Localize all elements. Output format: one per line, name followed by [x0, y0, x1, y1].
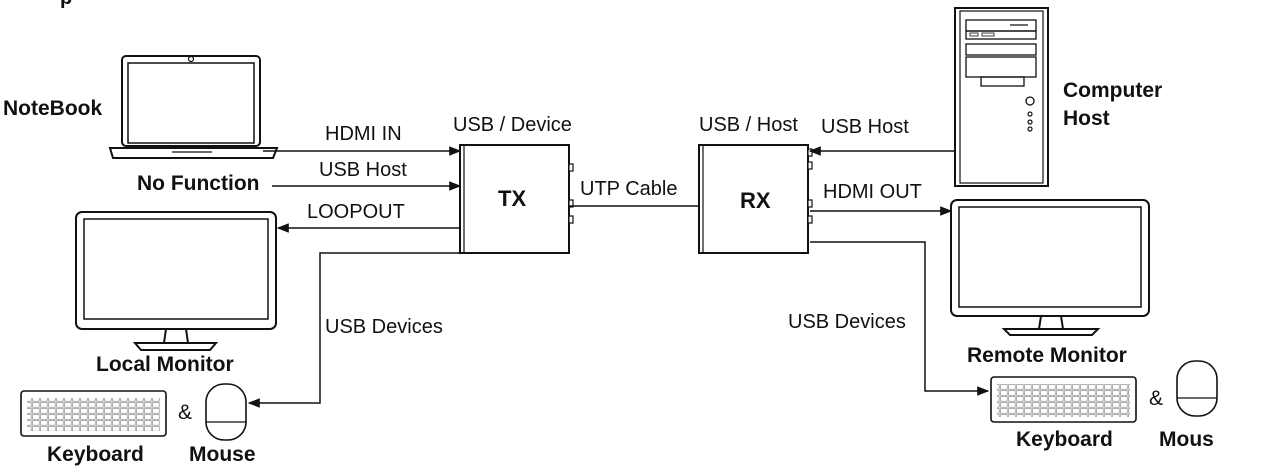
usb-host-right-label: USB Host [821, 116, 909, 138]
keyboard-right-icon [990, 376, 1137, 423]
top-fragment-text: p [60, 0, 72, 9]
amp-right: & [1149, 387, 1163, 410]
rx-label: RX [740, 188, 771, 213]
usb-devices-right-label: USB Devices [788, 311, 906, 333]
mouse-left-label: Mouse [189, 443, 256, 466]
no-function-label: No Function [137, 172, 259, 195]
notebook-label: NoteBook [3, 97, 102, 120]
mouse-left-icon [205, 383, 247, 441]
usb-devices-right-arrow [810, 241, 990, 396]
rx-unit [698, 144, 813, 254]
local-monitor-icon [75, 211, 277, 351]
hdmi-out-label: HDMI OUT [823, 181, 922, 203]
keyboard-right-label: Keyboard [1016, 428, 1113, 451]
tx-unit [459, 144, 574, 254]
computer-host-icon [954, 7, 1049, 187]
computer-host-label-line2: Host [1063, 107, 1110, 130]
usb-devices-left-arrow [247, 252, 460, 408]
mouse-right-label: Mous [1159, 428, 1214, 451]
connection-lines [247, 146, 990, 408]
keyboard-left-label: Keyboard [47, 443, 144, 466]
mouse-right-icon [1176, 360, 1218, 417]
usb-devices-left-label: USB Devices [325, 316, 443, 338]
usb-host-rx-label: USB / Host [699, 114, 798, 136]
usb-host-left-label: USB Host [319, 159, 407, 181]
tx-label: TX [498, 186, 526, 211]
notebook-icon [108, 55, 279, 159]
remote-monitor-icon [950, 199, 1150, 336]
loopout-label: LOOPOUT [307, 201, 405, 223]
remote-monitor-label: Remote Monitor [967, 344, 1127, 367]
keyboard-left-icon [20, 390, 167, 437]
computer-host-label-line1: Computer [1063, 79, 1162, 102]
hdmi-in-label: HDMI IN [325, 123, 402, 145]
amp-left: & [178, 401, 192, 424]
local-monitor-label: Local Monitor [96, 353, 234, 376]
utp-cable-label: UTP Cable [580, 178, 677, 200]
usb-device-tx-label: USB / Device [453, 114, 572, 136]
